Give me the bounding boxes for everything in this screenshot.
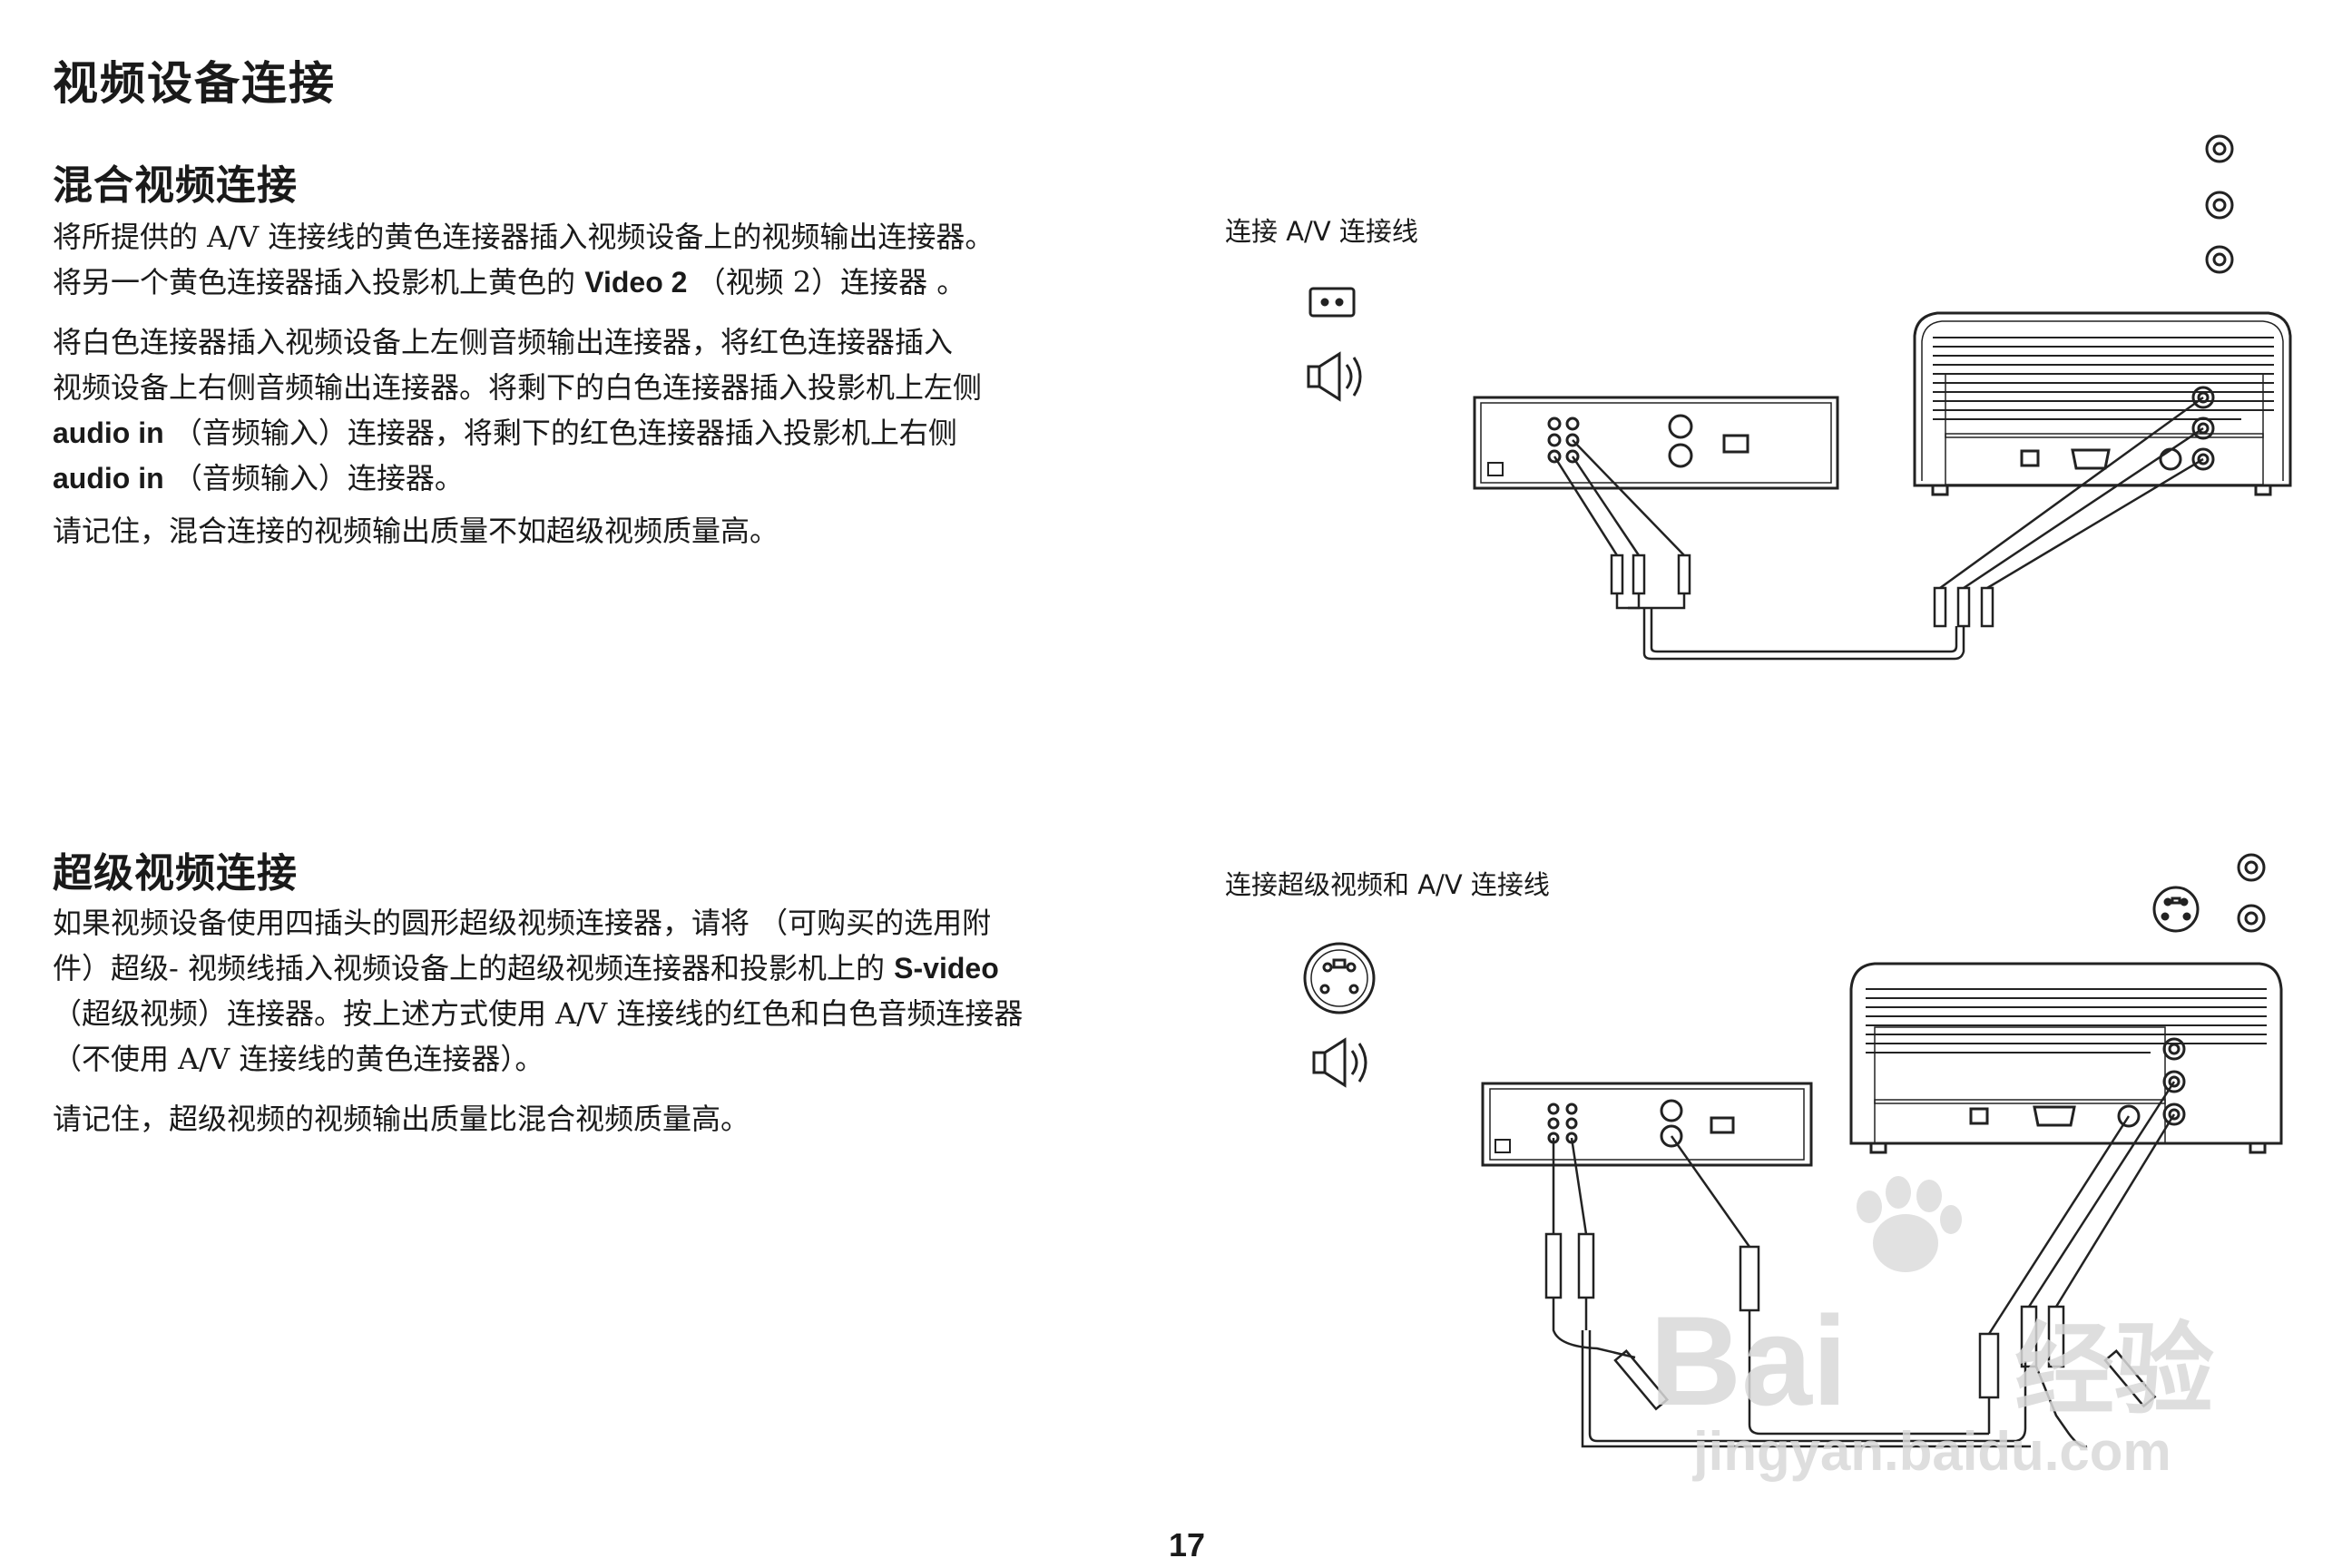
composite-note: 请记住，混合连接的视频输出质量不如超级视频质量高。 xyxy=(53,514,779,548)
composite-p2-line3: audio in （音频输入）连接器，将剩下的红色连接器插入投影机上右侧 xyxy=(53,410,1169,456)
audio-in-label: audio in xyxy=(53,462,164,495)
projector xyxy=(1913,311,2292,496)
composite-p1-tail: （视频 2）连接器 。 xyxy=(687,265,966,299)
page-title: 视频设备连接 xyxy=(53,57,336,110)
s-video-connector-icon xyxy=(1303,942,1376,1014)
baidu-watermark: Bai 经验 jingyan.baidu.com xyxy=(1650,1176,2214,1482)
rca-jack-icon xyxy=(2205,134,2234,163)
watermark-url: jingyan.baidu.com xyxy=(1692,1421,2171,1482)
s-video-cable xyxy=(1670,1115,2131,1436)
svideo-p1-line1: 如果视频设备使用四插头的圆形超级视频连接器，请将 （可购买的选用附 xyxy=(53,906,992,940)
composite-p2-tail: （音频输入）连接器。 xyxy=(163,461,464,495)
audio-in-label: audio in xyxy=(53,416,164,449)
rca-jack-icon xyxy=(2205,191,2234,220)
svideo-heading: 超级视频连接 xyxy=(53,850,298,897)
watermark-text-cn: 经验 xyxy=(2014,1315,2214,1426)
composite-p2-line4: audio in （音频输入）连接器。 xyxy=(53,456,1169,501)
s-video-jack-icon xyxy=(2152,886,2200,933)
rca-jack-icon xyxy=(2237,853,2266,882)
audio-plugs xyxy=(2020,1081,2176,1448)
video2-label: Video 2 xyxy=(584,266,688,299)
speaker-icon xyxy=(1307,351,1362,402)
video-device xyxy=(1473,396,1839,490)
svideo-paragraph-1: 如果视频设备使用四插头的圆形超级视频连接器，请将 （可购买的选用附 件）超级- … xyxy=(53,900,1169,1082)
composite-heading: 混合视频连接 xyxy=(53,162,298,209)
composite-paragraph-1: 将所提供的 A/V 连接线的黄色连接器插入视频设备上的视频输出连接器。 将另一个… xyxy=(53,214,1169,305)
rca-jack-icon xyxy=(2237,904,2266,933)
composite-p2-text: （音频输入）连接器，将剩下的红色连接器插入投影机上右侧 xyxy=(163,416,957,450)
composite-p1-line1: 将所提供的 A/V 连接线的黄色连接器插入视频设备上的视频输出连接器。 xyxy=(53,220,995,254)
svideo-p1-line3: （超级视频）连接器。按上述方式使用 A/V 连接线的红色和白色音频连接器 xyxy=(53,996,1024,1031)
av-cable xyxy=(1544,1137,2031,1448)
composite-caption: 连接 A/V 连接线 xyxy=(1225,216,1418,247)
svideo-caption: 连接超级视频和 A/V 连接线 xyxy=(1225,869,1550,900)
projector xyxy=(1849,962,2283,1154)
av-cable xyxy=(1553,396,2204,661)
svideo-p1-text: 件）超级- 视频线插入视频设备上的超级视频连接器和投影机上的 xyxy=(53,951,895,985)
composite-p2-line2: 视频设备上右侧音频输出连接器。将剩下的白色连接器插入投影机上左侧 xyxy=(53,370,983,405)
composite-p2-line1: 将白色连接器插入视频设备上左侧音频输出连接器，将红色连接器插入 xyxy=(53,325,954,359)
watermark-text: Bai xyxy=(1650,1289,1847,1432)
svideo-p1-line4: （不使用 A/V 连接线的黄色连接器）。 xyxy=(53,1042,544,1076)
composite-p1-line2: 将另一个黄色连接器插入投影机上黄色的 Video 2 （视频 2）连接器 。 xyxy=(53,260,1169,305)
paw-icon xyxy=(1857,1176,1962,1272)
speaker-icon xyxy=(1312,1037,1367,1088)
composite-p1-text: 将另一个黄色连接器插入投影机上黄色的 xyxy=(53,265,585,299)
s-video-label: S-video xyxy=(894,952,999,985)
page-number: 17 xyxy=(1169,1526,1206,1563)
composite-paragraph-2: 将白色连接器插入视频设备上左侧音频输出连接器，将红色连接器插入 视频设备上右侧音… xyxy=(53,319,1169,501)
svideo-note: 请记住，超级视频的视频输出质量比混合视频质量高。 xyxy=(53,1102,750,1136)
video-connector-icon xyxy=(1308,287,1356,318)
rca-jack-icon xyxy=(2205,245,2234,274)
svideo-p1-line2: 件）超级- 视频线插入视频设备上的超级视频连接器和投影机上的 S-video xyxy=(53,946,1169,991)
video-device xyxy=(1481,1082,1813,1167)
